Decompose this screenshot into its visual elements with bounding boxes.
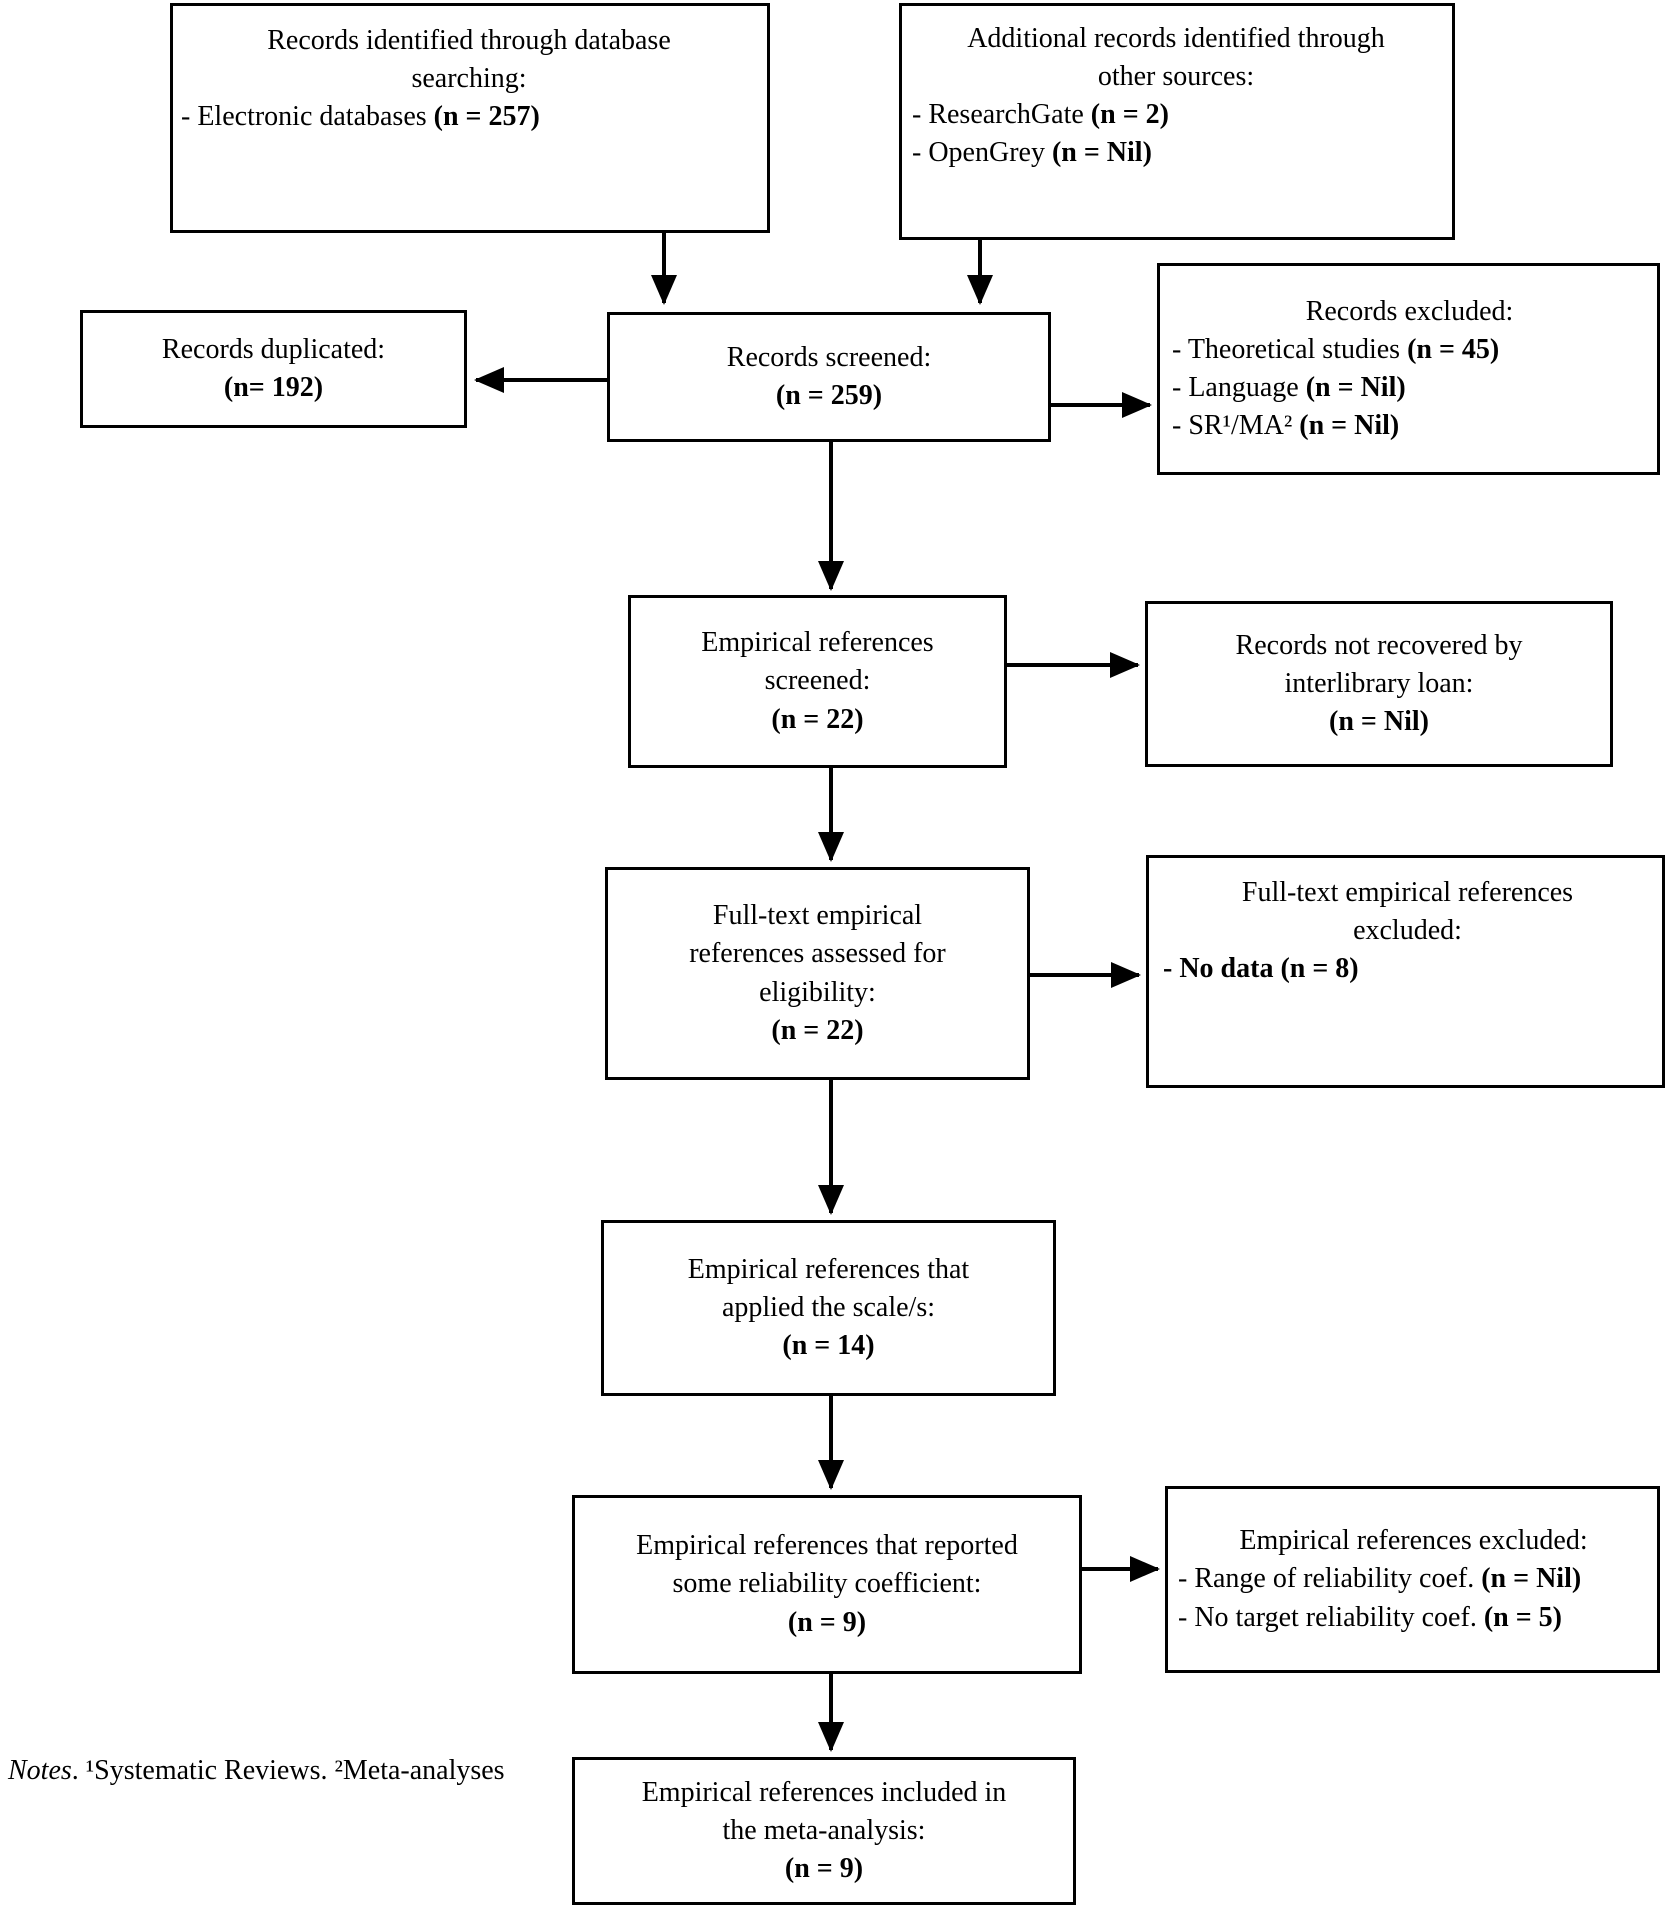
box-reported-reliability-title: Empirical references that reported some … bbox=[636, 1530, 1018, 1600]
box-records-duplicated: Records duplicated: (n= 192) bbox=[80, 310, 467, 428]
notes-text: . ¹Systematic Reviews. ²Meta-analyses bbox=[71, 1755, 505, 1786]
box-additional-records-other-sources-title: Additional records identified through ot… bbox=[967, 23, 1385, 93]
box-records-excluded: Records excluded: - Theoretical studies … bbox=[1157, 263, 1660, 475]
box-included-meta-analysis-title: Empirical references included in the met… bbox=[641, 1776, 1007, 1846]
item-count: (n = Nil) bbox=[1299, 410, 1400, 442]
item-count: (n = Nil) bbox=[1305, 372, 1406, 403]
item-text: - Theoretical studies bbox=[1172, 333, 1408, 365]
item-count: (n = 45) bbox=[1407, 333, 1500, 365]
box-applied-scales-count: (n = 14) bbox=[782, 1330, 875, 1362]
box-fulltext-assessed-eligibility: Full-text empirical references assessed … bbox=[605, 867, 1030, 1080]
box-fulltext-excluded-title: Full-text empirical references excluded: bbox=[1241, 877, 1574, 947]
item-count: (n = Nil) bbox=[1051, 137, 1152, 169]
box-applied-scales: Empirical references that applied the sc… bbox=[601, 1220, 1056, 1396]
box-included-meta-analysis-count: (n = 9) bbox=[784, 1853, 864, 1885]
box-records-identified-database-item-1: - Electronic databases (n = 257) bbox=[181, 98, 757, 136]
box-records-duplicated-title: Records duplicated: bbox=[161, 333, 386, 365]
box-included-meta-analysis: Empirical references included in the met… bbox=[572, 1757, 1076, 1905]
box-additional-records-other-sources-item-2: - OpenGrey (n = Nil) bbox=[912, 134, 1440, 172]
item-text: - ResearchGate bbox=[912, 99, 1091, 131]
box-records-not-recovered-count: (n = Nil) bbox=[1329, 706, 1429, 738]
box-records-excluded-item-3: - SR¹/MA² (n = Nil) bbox=[1172, 407, 1647, 445]
item-text: - Language bbox=[1172, 372, 1306, 403]
box-records-duplicated-count: (n= 192) bbox=[223, 372, 324, 403]
box-records-identified-database: Records identified through database sear… bbox=[170, 3, 770, 233]
box-records-screened: Records screened: (n = 259) bbox=[607, 312, 1051, 442]
box-empirical-references-screened-title: Empirical references screened: bbox=[701, 627, 934, 697]
box-records-identified-database-title: Records identified through database sear… bbox=[267, 25, 671, 95]
box-additional-records-other-sources: Additional records identified through ot… bbox=[899, 3, 1455, 240]
box-empirical-references-excluded-title: Empirical references excluded: bbox=[1239, 1525, 1588, 1557]
item-text: - OpenGrey bbox=[912, 137, 1052, 169]
notes-label: Notes bbox=[8, 1755, 72, 1786]
box-fulltext-assessed-eligibility-count: (n = 22) bbox=[771, 1014, 864, 1046]
item-count: (n = Nil) bbox=[1481, 1563, 1582, 1595]
box-applied-scales-title: Empirical references that applied the sc… bbox=[687, 1253, 970, 1323]
box-records-excluded-title: Records excluded: bbox=[1305, 295, 1514, 327]
notes: Notes. ¹Systematic Reviews. ²Meta-analys… bbox=[8, 1752, 568, 1790]
box-records-screened-title: Records screened: bbox=[726, 341, 932, 373]
item-text: - SR¹/MA² bbox=[1172, 410, 1300, 442]
box-reported-reliability-count: (n = 9) bbox=[787, 1606, 867, 1638]
box-fulltext-excluded: Full-text empirical references excluded:… bbox=[1146, 855, 1665, 1088]
box-empirical-references-screened-count: (n = 22) bbox=[771, 703, 864, 735]
box-additional-records-other-sources-item-1: - ResearchGate (n = 2) bbox=[912, 96, 1440, 134]
box-empirical-references-screened: Empirical references screened: (n = 22) bbox=[628, 595, 1007, 768]
box-records-screened-count: (n = 259) bbox=[775, 380, 883, 411]
item-text: - Range of reliability coef. bbox=[1178, 1563, 1482, 1595]
item-text: - No target reliability coef. bbox=[1178, 1601, 1484, 1633]
box-fulltext-assessed-eligibility-title: Full-text empirical references assessed … bbox=[689, 900, 946, 1008]
box-records-not-recovered: Records not recovered by interlibrary lo… bbox=[1145, 601, 1613, 767]
box-empirical-references-excluded-item-2: - No target reliability coef. (n = 5) bbox=[1178, 1599, 1649, 1637]
box-empirical-references-excluded: Empirical references excluded: - Range o… bbox=[1165, 1486, 1660, 1673]
item-count: (n = 2) bbox=[1090, 99, 1169, 131]
item-count: (n = 5) bbox=[1483, 1601, 1562, 1633]
item-count: (n = 257) bbox=[433, 101, 540, 133]
box-fulltext-excluded-item-1: - No data (n = 8) bbox=[1163, 953, 1359, 985]
box-reported-reliability: Empirical references that reported some … bbox=[572, 1495, 1082, 1674]
box-records-excluded-item-1: - Theoretical studies (n = 45) bbox=[1172, 331, 1647, 369]
box-records-excluded-item-2: - Language (n = Nil) bbox=[1172, 369, 1647, 407]
box-records-not-recovered-title: Records not recovered by interlibrary lo… bbox=[1235, 629, 1523, 699]
box-empirical-references-excluded-item-1: - Range of reliability coef. (n = Nil) bbox=[1178, 1560, 1649, 1598]
item-text: - Electronic databases bbox=[181, 101, 434, 133]
